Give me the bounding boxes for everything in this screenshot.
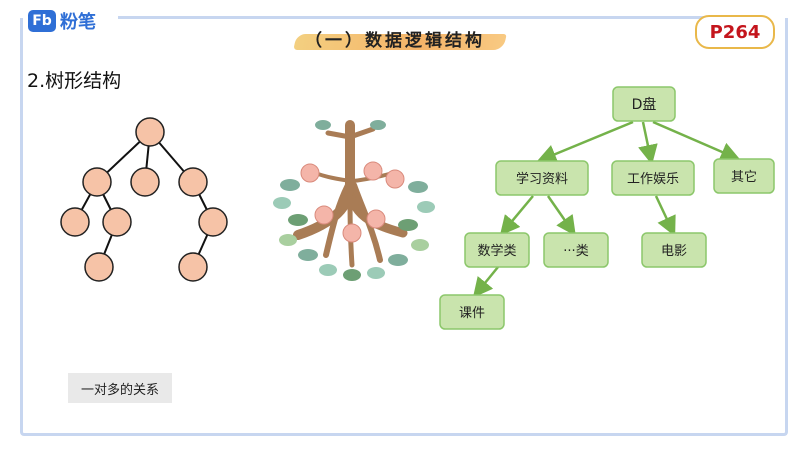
tree-node [135, 117, 165, 147]
tree-node [60, 207, 90, 237]
node-root-label: D盘 [632, 96, 657, 113]
node-work-entertainment: 工作娱乐 [611, 160, 695, 196]
directory-tree-diagram: D盘 学习资料 工作娱乐 其它 数学类 ···类 电影 课件 [439, 86, 775, 330]
node-courseware: 课件 [439, 294, 505, 330]
section-heading: 2.树形结构 [27, 70, 122, 92]
tree-node [198, 207, 228, 237]
directory-arrows [472, 120, 741, 298]
directory-nodes: D盘 学习资料 工作娱乐 其它 数学类 ···类 电影 课件 [439, 86, 775, 330]
slide-title: （一）数据逻辑结构 [305, 31, 485, 51]
tree-node [82, 167, 112, 197]
node-work-label: 工作娱乐 [627, 172, 679, 187]
tree-edges [74, 131, 214, 268]
slide-frame [20, 18, 788, 436]
node-other: 其它 [713, 158, 775, 194]
header-rule [118, 16, 718, 19]
tree-nodes [60, 117, 228, 282]
node-movie-label: 电影 [661, 244, 687, 259]
tree-node [84, 252, 114, 282]
tree-node [178, 252, 208, 282]
logo-mark: Fb [28, 10, 56, 32]
node-movie: 电影 [641, 232, 707, 268]
node-math: 数学类 [464, 232, 530, 268]
node-course-label: 课件 [459, 306, 485, 321]
node-etc-label: ···类 [563, 244, 588, 259]
node-study-label: 学习资料 [516, 171, 568, 187]
brand-logo: Fb 粉笔 [28, 8, 96, 34]
abstract-tree-diagram [60, 117, 228, 282]
tree-trunk [293, 120, 408, 268]
tree-node [178, 167, 208, 197]
logo-text: 粉笔 [60, 12, 96, 33]
slide-title-block: （一）数据逻辑结构 [293, 26, 510, 52]
node-root: D盘 [612, 86, 676, 122]
tree-leaves [273, 120, 435, 281]
tree-apples [300, 161, 405, 243]
node-study-materials: 学习资料 [495, 160, 589, 196]
node-math-label: 数学类 [477, 243, 516, 259]
node-other-label: 其它 [731, 169, 757, 185]
tree-node [102, 207, 132, 237]
relationship-note: 一对多的关系 [68, 373, 172, 403]
inverted-tree-illustration [273, 120, 435, 281]
tree-node [130, 167, 160, 197]
node-etc: ···类 [543, 232, 609, 268]
page-badge: P264 [695, 15, 775, 49]
